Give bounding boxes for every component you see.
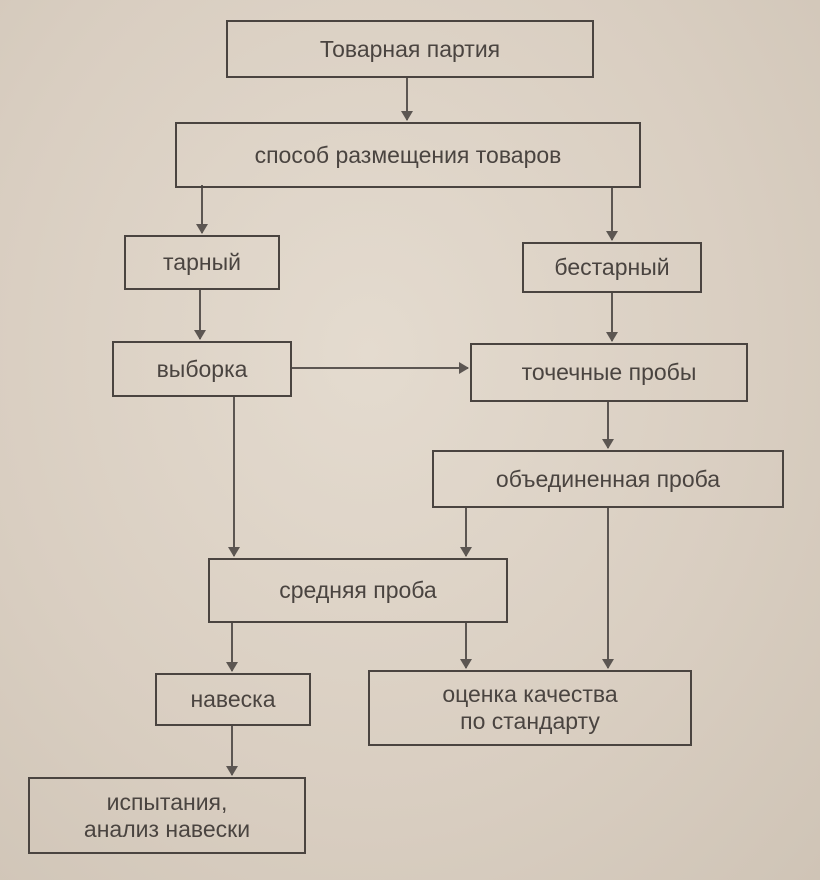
node-point-samples-label: точечные пробы bbox=[521, 359, 697, 385]
node-point-samples: точечные пробы bbox=[470, 343, 748, 402]
node-average-sample-label: средняя проба bbox=[279, 577, 437, 603]
node-combined-sample-label: объединенная проба bbox=[495, 465, 721, 492]
node-bulk-label: бестарный bbox=[554, 254, 670, 280]
node-tests: испытания, анализ навески bbox=[28, 777, 306, 854]
node-average-sample: средняя проба bbox=[208, 558, 508, 623]
node-combined-sample: объединенная проба bbox=[432, 450, 784, 508]
node-sample-label: выборка bbox=[156, 355, 248, 382]
node-packaged-label: тарный bbox=[163, 249, 241, 275]
node-weighed-portion: навеска bbox=[155, 673, 311, 726]
node-sample: выборка bbox=[112, 341, 292, 397]
node-tests-label-line2: анализ навески bbox=[83, 815, 251, 842]
node-tests-label-line1: испытания, bbox=[106, 788, 228, 815]
node-lot-label: Товарная партия bbox=[319, 35, 501, 62]
node-bulk: бестарный bbox=[522, 242, 702, 293]
node-quality-label-line2: по стандарту bbox=[460, 708, 600, 734]
node-quality-label-line1: оценка качества bbox=[442, 681, 618, 707]
node-lot: Товарная партия bbox=[226, 20, 594, 78]
node-placement-label: способ размещения товаров bbox=[254, 141, 562, 168]
node-weighed-portion-label: навеска bbox=[190, 686, 276, 712]
node-quality-assessment: оценка качества по стандарту bbox=[368, 670, 692, 746]
node-packaged: тарный bbox=[124, 235, 280, 290]
node-placement: способ размещения товаров bbox=[175, 122, 641, 188]
